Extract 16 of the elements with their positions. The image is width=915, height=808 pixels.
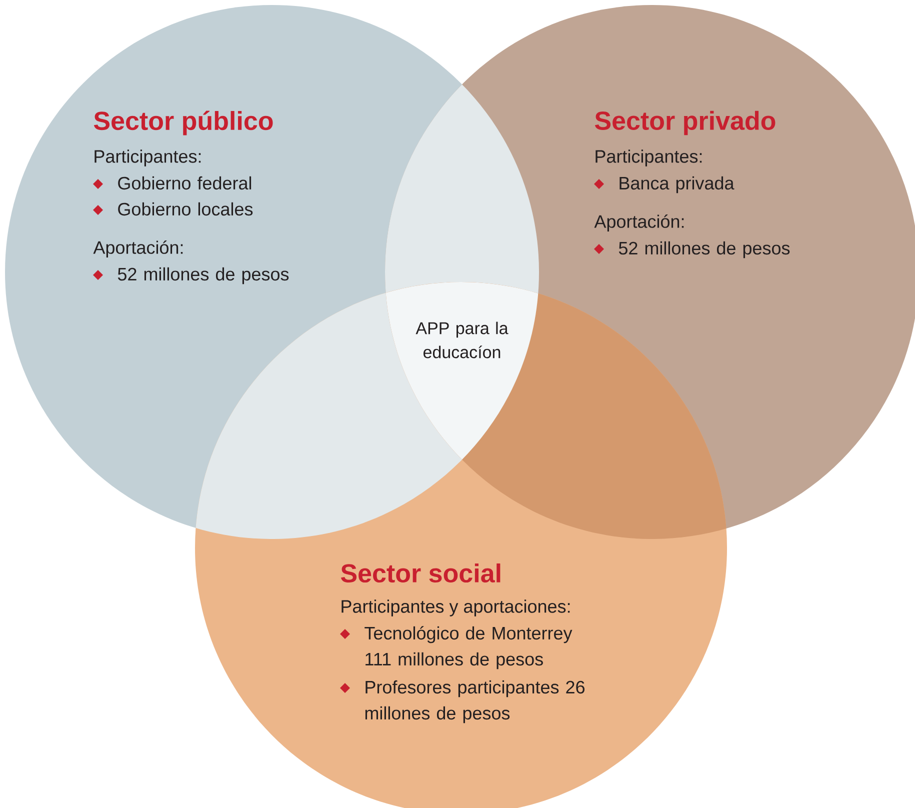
- bullet-item: Tecnológico de Monterrey 111 millones de pesos: [340, 626, 572, 670]
- center-region: APP para la educacíon: [385, 282, 539, 539]
- sector-heading: Sector público: [94, 110, 273, 136]
- list-heading: Aportación:: [93, 240, 183, 258]
- list-heading: Participantes:: [596, 150, 702, 166]
- sector-heading: Sector social: [340, 563, 500, 583]
- bullet-item: 52 millones de pesos: [93, 267, 289, 284]
- bullet-item: Banca privada: [594, 176, 734, 194]
- list-heading: Aportación:: [594, 214, 684, 232]
- list-heading: Participantes y aportaciones:: [342, 600, 570, 616]
- bullet-item: Gobierno locales: [93, 202, 253, 216]
- bullet-item: 52 millones de pesos: [594, 241, 790, 258]
- bullet-item: Profesores participantes 26 millones de pesos: [340, 680, 584, 724]
- sector-heading: Sector privado: [594, 110, 776, 136]
- bullet-item: Gobierno federal: [93, 176, 252, 190]
- list-heading: Participantes:: [94, 150, 201, 166]
